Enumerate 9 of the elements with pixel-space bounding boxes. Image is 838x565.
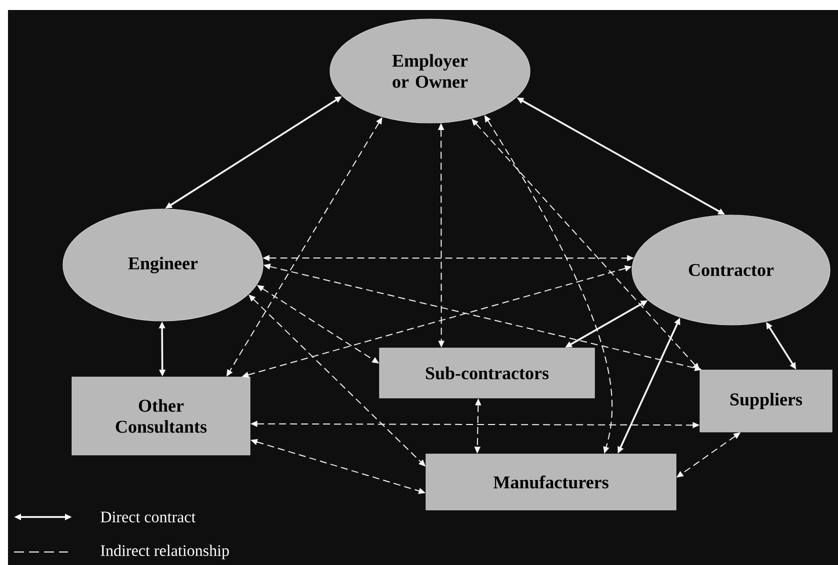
ellipse-node: Engineer [62,208,264,322]
box-node: Sub-contractors [379,348,595,398]
ellipse-node: Employer or Owner [330,18,530,124]
legend-label: Indirect relationship [100,544,229,560]
box-node: Manufacturers [426,454,676,510]
box-node: Other Consultants [72,376,250,456]
box-node: Suppliers [700,370,832,432]
legend-label: Direct contract [100,512,196,522]
ellipse-node: Contractor [632,214,830,326]
